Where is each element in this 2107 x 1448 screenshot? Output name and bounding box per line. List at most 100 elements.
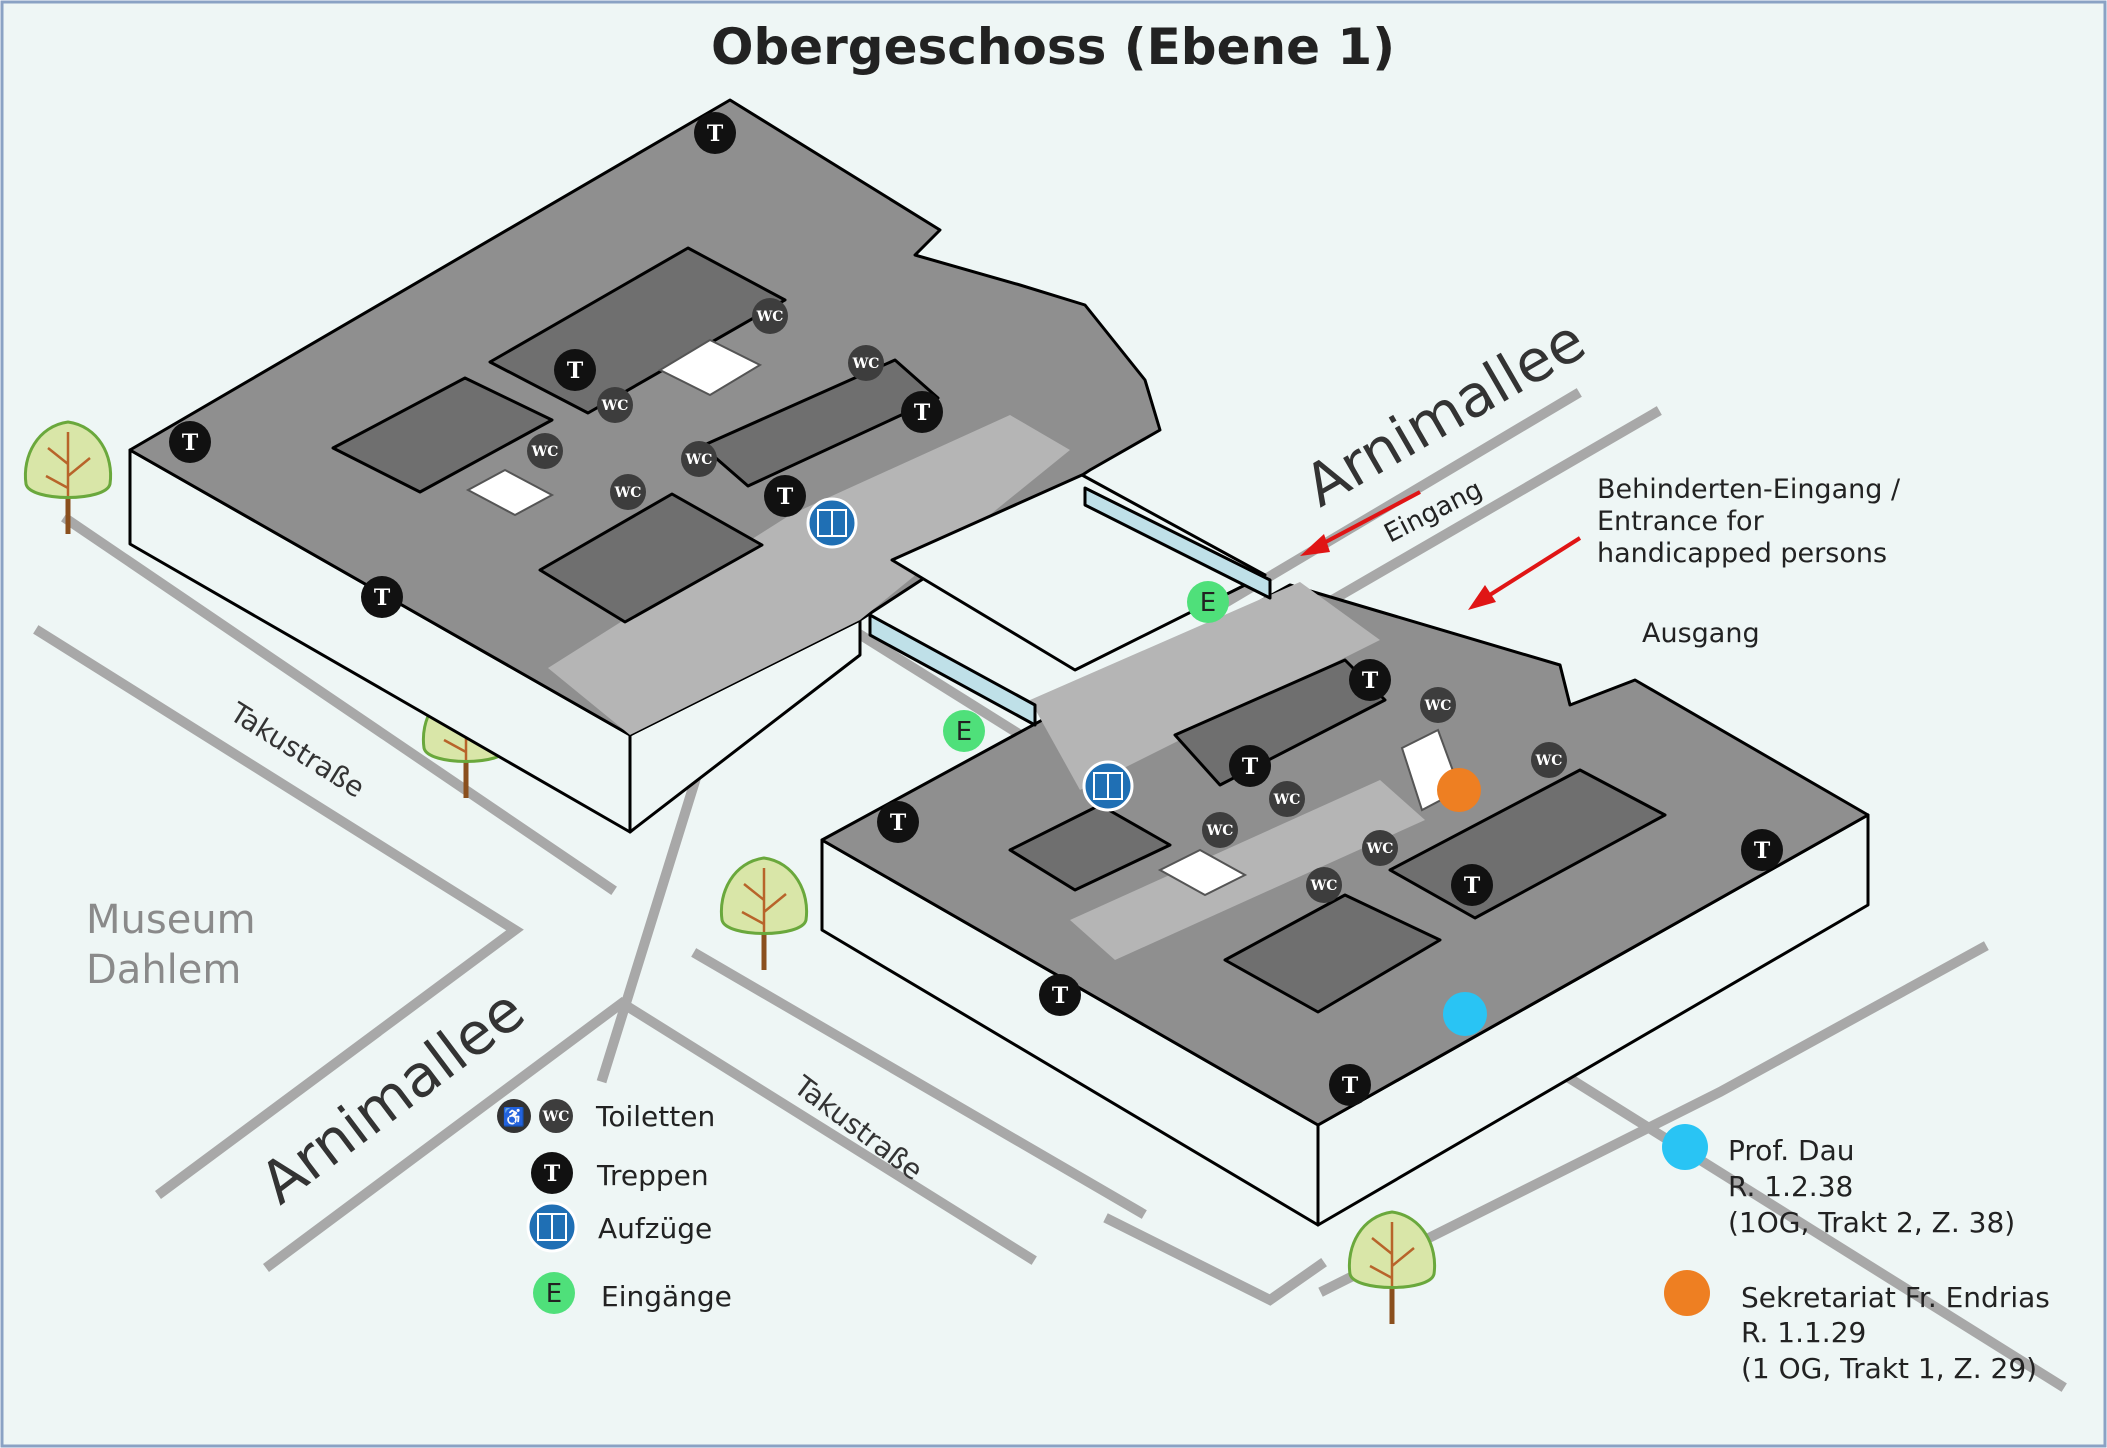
- stairs-icon: T: [1229, 745, 1271, 787]
- stairs-markers: T T T T T T T T T T T T T: [169, 112, 1783, 1106]
- svg-text:T: T: [1342, 1073, 1359, 1099]
- svg-text:E: E: [1200, 588, 1216, 618]
- wc-markers: WC WC WC WC WC WC WC WC WC WC WC WC: [527, 298, 1567, 903]
- room-sekretariat-number: R. 1.1.29: [1741, 1316, 1866, 1349]
- elevator-icon: [1082, 760, 1134, 812]
- svg-text:WC: WC: [601, 398, 629, 414]
- entrance-icon: E: [1187, 581, 1229, 623]
- svg-text:T: T: [1754, 838, 1771, 864]
- svg-text:T: T: [777, 484, 794, 510]
- courtyard: [890, 473, 1267, 672]
- entrance-arrow-icon: [1300, 490, 1582, 610]
- handicapped-entrance-label-line3: handicapped persons: [1597, 538, 1887, 569]
- stairs-icon: T: [694, 112, 736, 154]
- building-wing-b: [820, 486, 1870, 1227]
- legend-toiletten: Toiletten: [595, 1100, 715, 1133]
- svg-text:WC: WC: [685, 452, 713, 468]
- stairs-icon: T: [531, 1152, 573, 1194]
- elevator-icon: [526, 1201, 578, 1253]
- svg-text:WC: WC: [614, 485, 642, 501]
- room-marker-sekretariat: [1437, 768, 1481, 812]
- svg-text:T: T: [374, 585, 391, 611]
- building-wing-a: [128, 98, 1267, 834]
- stairs-icon: T: [169, 421, 211, 463]
- wheelchair-icon: ♿: [497, 1099, 531, 1133]
- svg-text:♿: ♿: [503, 1106, 525, 1128]
- svg-text:T: T: [1052, 983, 1069, 1009]
- courtyard: [1173, 658, 1387, 787]
- svg-text:WC: WC: [756, 309, 784, 325]
- svg-text:WC: WC: [1273, 792, 1301, 808]
- legend: ♿ WC Toiletten T Treppen Aufzüge E Eingä…: [497, 1099, 732, 1314]
- stairs-icon: T: [554, 349, 596, 391]
- room-legend-dot-sekretariat: [1664, 1270, 1710, 1316]
- wc-icon: WC: [848, 345, 884, 381]
- wc-icon: WC: [1362, 830, 1398, 866]
- courtyard: [331, 376, 554, 494]
- legend-eingaenge: Eingänge: [601, 1280, 732, 1313]
- svg-text:E: E: [956, 717, 972, 747]
- stairs-icon: T: [877, 801, 919, 843]
- museum-label-line1: Museum: [86, 897, 256, 943]
- wc-icon: WC: [681, 441, 717, 477]
- corridor-wing-b: [1070, 780, 1425, 960]
- corridor-glass: [868, 613, 1037, 727]
- room-prof-dau-number: R. 1.2.38: [1728, 1170, 1853, 1203]
- svg-text:T: T: [567, 358, 584, 384]
- ausgang-label: Ausgang: [1642, 618, 1760, 649]
- room-sekretariat-location: (1 OG, Trakt 1, Z. 29): [1741, 1352, 2037, 1385]
- room-prof-dau-name: Prof. Dau: [1728, 1134, 1855, 1167]
- room-legend-dot-prof-dau: [1662, 1124, 1708, 1170]
- svg-text:T: T: [544, 1161, 561, 1187]
- corridor-wing-b: [1030, 582, 1380, 790]
- stairs-icon: T: [1741, 829, 1783, 871]
- museum-label-line2: Dahlem: [86, 947, 241, 993]
- corridor-glass: [1083, 486, 1272, 600]
- legend-aufzuege: Aufzüge: [598, 1212, 712, 1245]
- legend-treppen: Treppen: [596, 1159, 709, 1192]
- handicapped-entrance-label-line1: Behinderten-Eingang /: [1597, 474, 1901, 505]
- page-title: Obergeschoss (Ebene 1): [711, 18, 1395, 76]
- courtyard: [700, 358, 940, 488]
- svg-text:T: T: [890, 810, 907, 836]
- elevator-icon: [806, 497, 858, 549]
- courtyard: [1223, 893, 1442, 1014]
- wc-icon: WC: [527, 433, 563, 469]
- svg-text:WC: WC: [1310, 878, 1338, 894]
- stairs-icon: T: [1329, 1064, 1371, 1106]
- courtyard: [1008, 803, 1172, 892]
- wc-icon: WC: [610, 474, 646, 510]
- corridor-wing-a: [548, 415, 1070, 735]
- stairs-icon: T: [1451, 864, 1493, 906]
- stairs-icon: T: [764, 475, 806, 517]
- wc-icon: WC: [752, 298, 788, 334]
- svg-text:T: T: [1464, 873, 1481, 899]
- svg-text:WC: WC: [1206, 823, 1234, 839]
- room-sekretariat-name: Sekretariat Fr. Endrias: [1741, 1281, 2050, 1314]
- room-prof-dau-location: (1OG, Trakt 2, Z. 38): [1728, 1206, 2015, 1239]
- room-marker-prof-dau: [1443, 992, 1487, 1036]
- handicapped-entrance-label-line2: Entrance for: [1597, 506, 1765, 537]
- svg-text:WC: WC: [852, 356, 880, 372]
- room-legend: Prof. Dau R. 1.2.38 (1OG, Trakt 2, Z. 38…: [1662, 1124, 2050, 1385]
- wc-icon: WC: [1269, 781, 1305, 817]
- wc-icon: WC: [1306, 867, 1342, 903]
- stairs-icon: T: [1349, 659, 1391, 701]
- wc-icon: WC: [1202, 812, 1238, 848]
- wc-icon: WC: [539, 1099, 573, 1133]
- svg-text:WC: WC: [1535, 753, 1563, 769]
- svg-text:T: T: [914, 400, 931, 426]
- courtyard: [538, 492, 764, 624]
- entrance-icon: E: [943, 710, 985, 752]
- svg-text:E: E: [546, 1279, 562, 1309]
- svg-text:T: T: [182, 430, 199, 456]
- wc-icon: WC: [1531, 742, 1567, 778]
- stairs-icon: T: [1039, 974, 1081, 1016]
- wc-icon: WC: [597, 387, 633, 423]
- svg-text:T: T: [1242, 754, 1259, 780]
- svg-text:WC: WC: [1424, 698, 1452, 714]
- svg-text:WC: WC: [1366, 841, 1394, 857]
- stairs-icon: T: [901, 391, 943, 433]
